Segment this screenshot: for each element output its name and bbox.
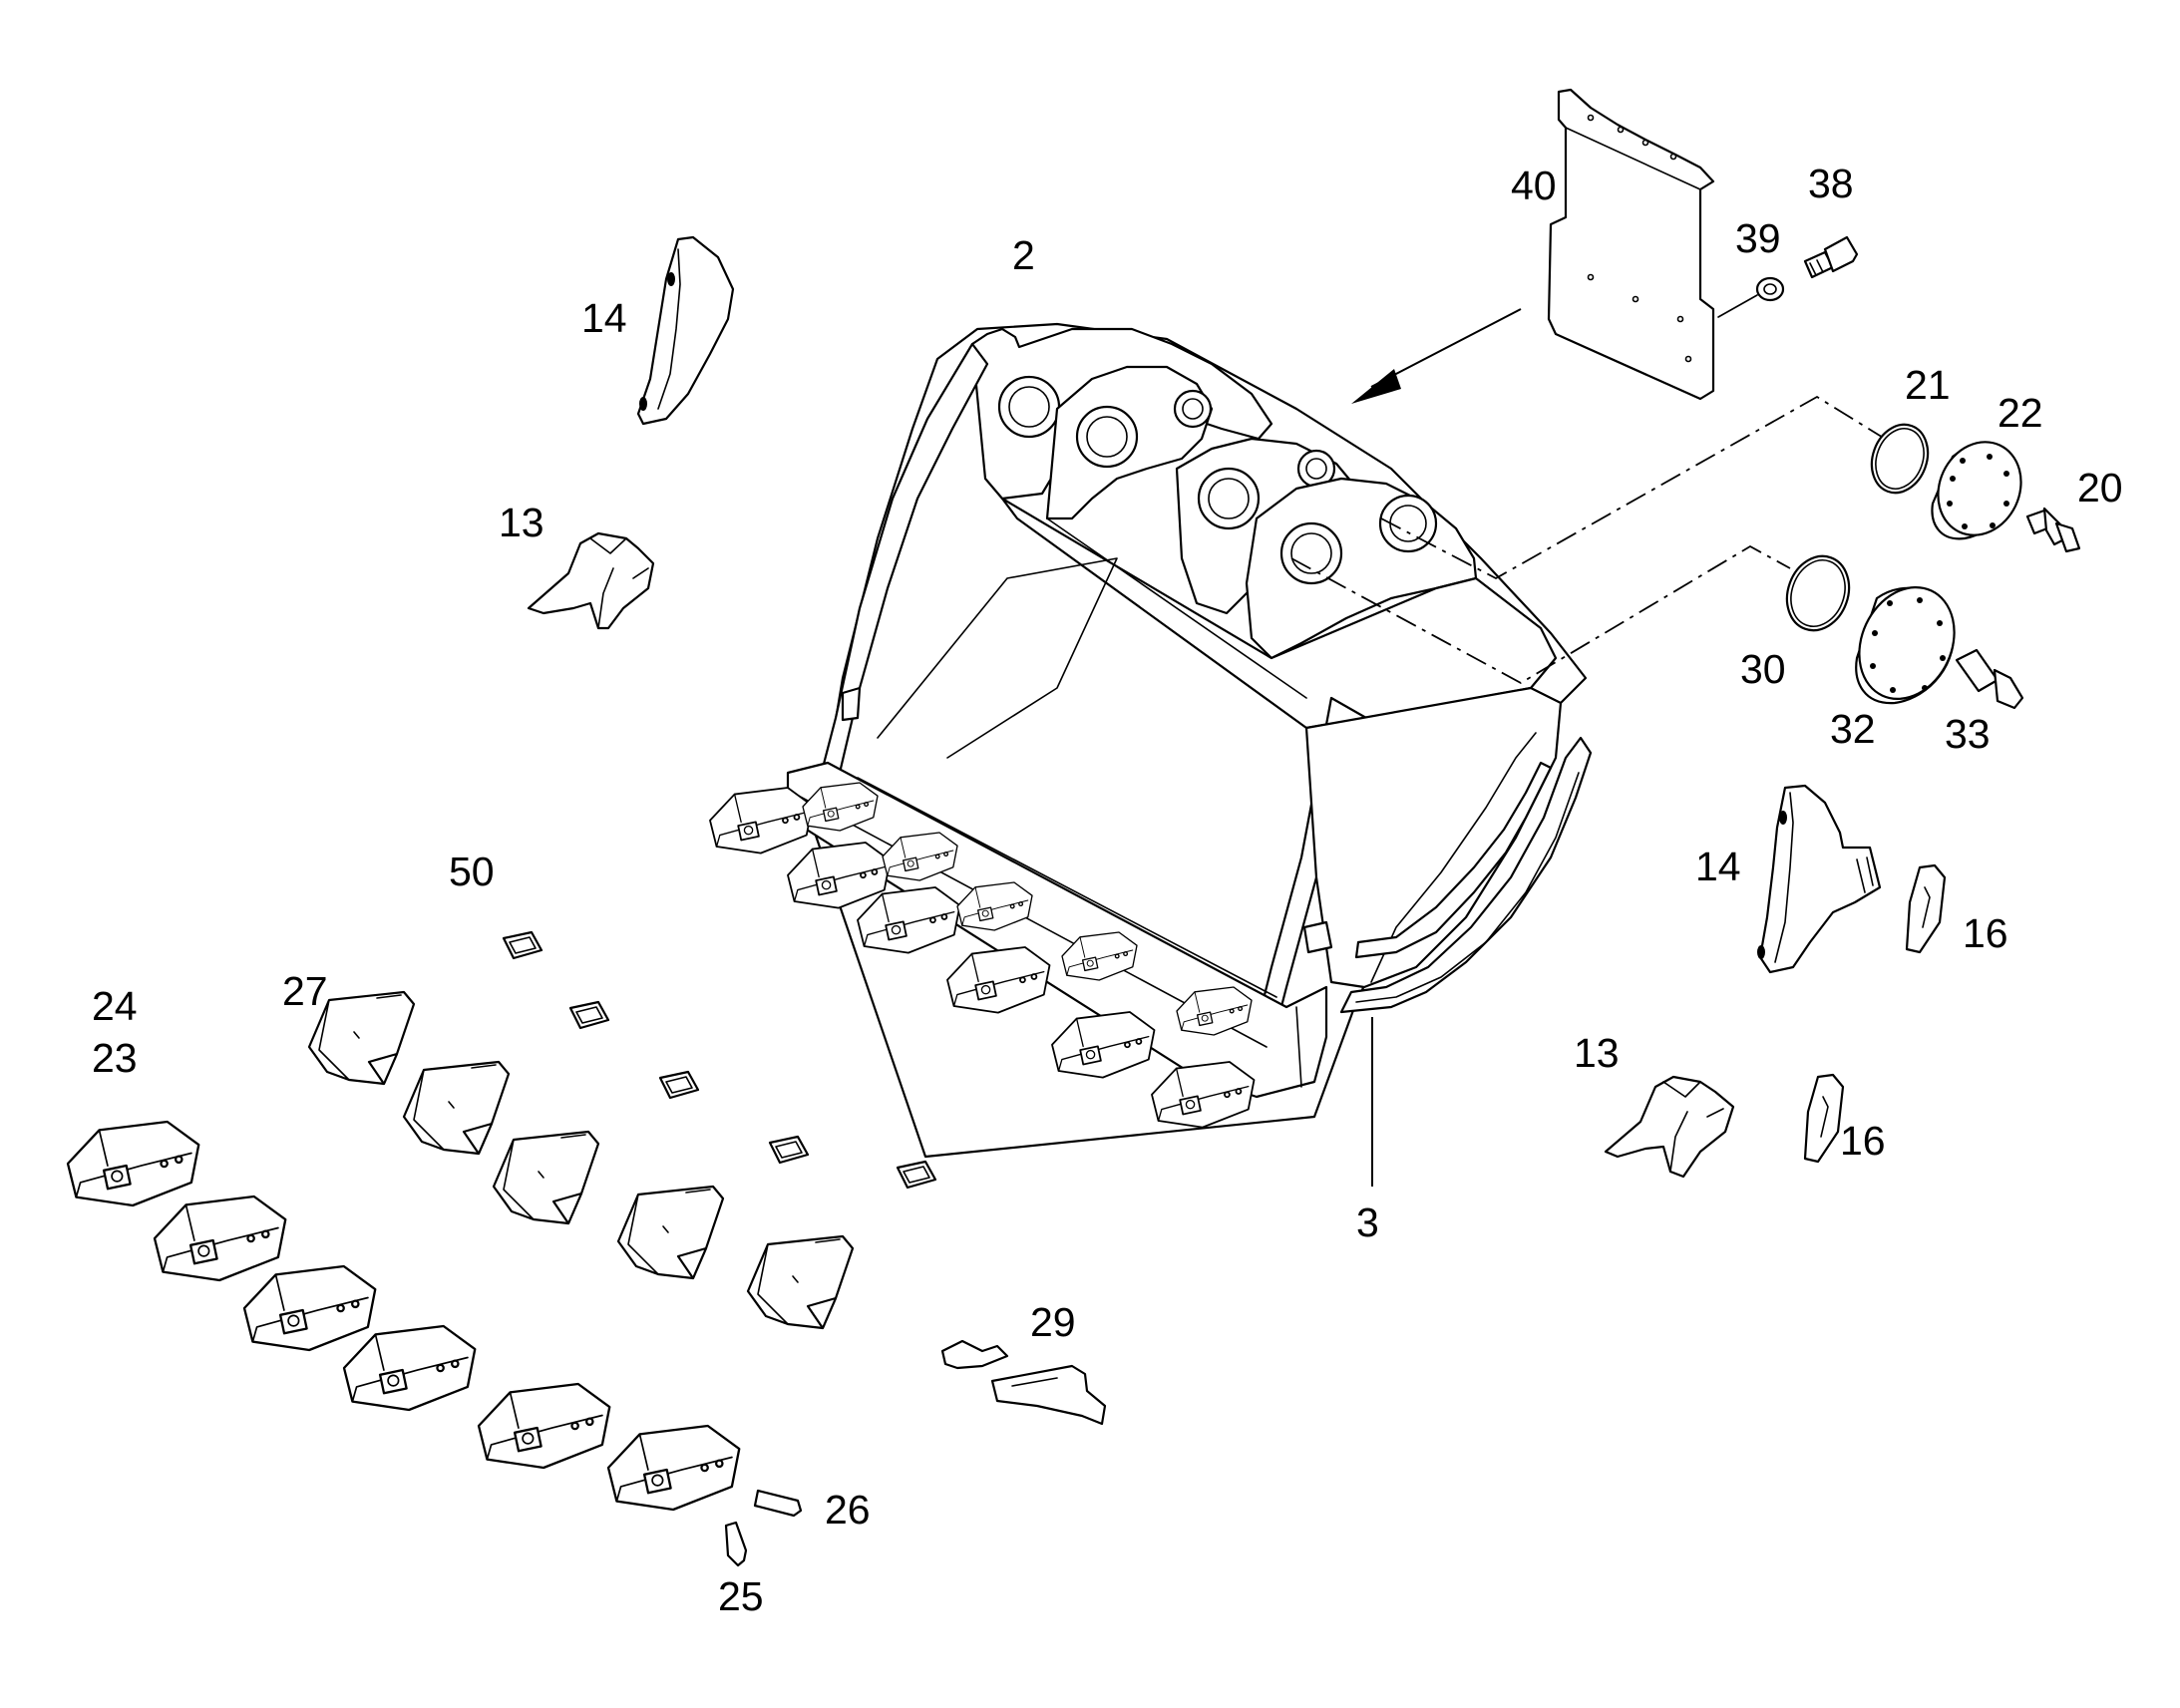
label-33: 33 [1945,711,1991,757]
pin-26-part [753,1489,803,1518]
washer-part [1717,276,1785,318]
cover-22-part [1931,441,2022,540]
label-20: 20 [2077,465,2123,511]
label-23: 23 [92,1035,138,1081]
bolt-20-part [2025,507,2081,553]
label-2: 2 [1012,232,1035,278]
lock-29-part [940,1339,1107,1426]
label-13-lower: 13 [1574,1030,1620,1076]
adapter-13-upper [527,531,655,630]
label-29: 29 [1030,1299,1076,1345]
label-25: 25 [718,1573,764,1619]
adapter-13-lower [1604,1075,1735,1179]
cover-32-part [1855,585,1956,705]
label-27: 27 [282,968,328,1014]
lock-16-lower [1803,1073,1845,1164]
dashed-leader-lower [1290,544,1791,685]
dashed-leader-upper [1380,395,1886,580]
label-39: 39 [1735,215,1781,261]
label-3: 3 [1356,1199,1379,1245]
label-16-lower: 16 [1840,1118,1886,1164]
bolt-33-part [1955,648,2024,710]
callout-labels: 2 3 13 13 14 14 16 16 20 21 22 23 24 25 … [92,161,2123,1619]
bucket-assembly [709,322,1593,1159]
label-30: 30 [1740,646,1786,692]
label-14-lower: 14 [1695,844,1741,889]
assembly-arrow [1351,308,1522,404]
bolt-38-part [1803,235,1859,279]
adapters-23-24 [66,1120,741,1512]
label-26: 26 [825,1487,871,1533]
label-24: 24 [92,983,138,1029]
pin-25-part [724,1521,748,1567]
label-13-upper: 13 [499,500,545,545]
label-32: 32 [1830,706,1876,752]
o-ring-30-part [1785,554,1851,632]
label-16-upper: 16 [1963,910,2008,956]
wear-segment-14-upper [636,235,735,426]
tips-27 [307,990,855,1330]
label-21: 21 [1905,362,1951,408]
label-40: 40 [1511,163,1557,208]
wear-segment-14-lower [1757,784,1882,974]
lock-16-upper [1905,863,1947,954]
label-50: 50 [449,849,495,894]
o-ring-21-part [1870,423,1930,495]
plate-part [1547,88,1715,401]
label-38: 38 [1808,161,1854,206]
label-22: 22 [1998,390,2043,436]
label-14-upper: 14 [581,295,627,341]
